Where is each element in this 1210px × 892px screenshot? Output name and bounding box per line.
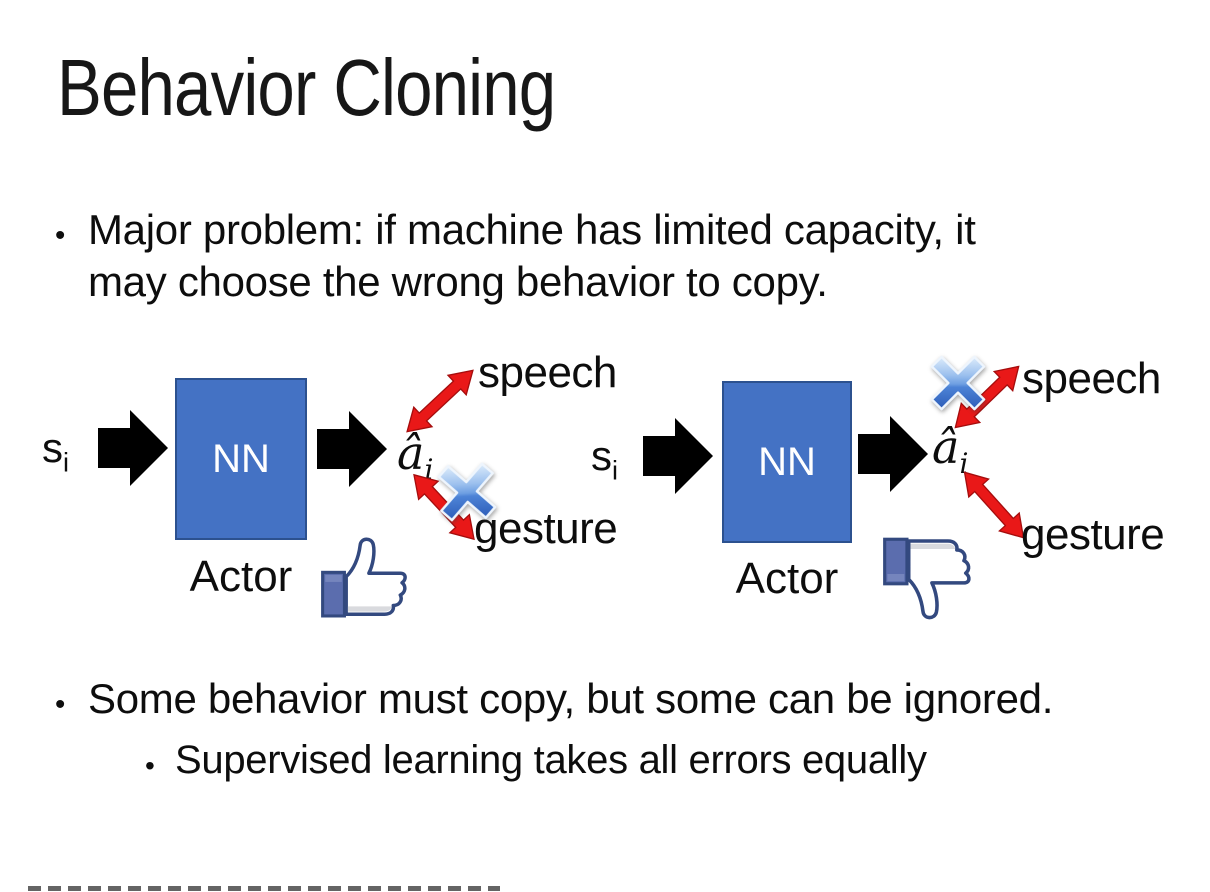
nn-label: NN [212, 436, 270, 481]
action-output-label: âi [397, 426, 434, 487]
thumbs-down-icon [883, 537, 971, 620]
bullet-marker: • [55, 219, 65, 252]
nn-box: NN [175, 378, 307, 540]
bullet-supervised-learning: • Supervised learning takes all errors e… [145, 736, 927, 790]
gesture-label: gesture [1021, 510, 1165, 559]
cross-out-icon [930, 355, 986, 411]
gesture-double-arrow-icon [963, 471, 1025, 539]
right-block-arrow-icon [643, 418, 713, 494]
bullet-text: Supervised learning takes all errors equ… [175, 738, 927, 782]
speech-double-arrow-icon [406, 369, 474, 433]
action-output-label: âi [932, 420, 969, 481]
bullet-marker: • [145, 750, 155, 781]
nn-box: NN [722, 381, 852, 543]
cross-out-icon [437, 462, 497, 522]
state-input-label: si [42, 424, 69, 478]
nn-label: NN [758, 439, 816, 484]
cropped-text-artifact [28, 886, 500, 891]
speech-double-arrow-icon [954, 365, 1020, 429]
actor-label: Actor [735, 554, 839, 603]
bullet-marker: • [55, 688, 65, 721]
right-block-arrow-icon [317, 411, 387, 487]
right-block-arrow-icon [98, 410, 168, 486]
speech-label: speech [478, 348, 617, 397]
bullet-major-problem: • Major problem: if machine has limited … [55, 204, 976, 308]
page-title: Behavior Cloning [57, 43, 556, 132]
right-block-arrow-icon [858, 416, 928, 492]
bullet-text: Major problem: if machine has limited ca… [88, 206, 976, 305]
bullet-text: Some behavior must copy, but some can be… [88, 675, 1054, 722]
state-input-label: si [591, 432, 618, 486]
bullet-some-behavior: • Some behavior must copy, but some can … [55, 674, 1053, 730]
gesture-label: gesture [474, 504, 618, 553]
actor-label: Actor [189, 552, 293, 601]
speech-label: speech [1022, 354, 1161, 403]
thumbs-up-icon [321, 537, 407, 618]
